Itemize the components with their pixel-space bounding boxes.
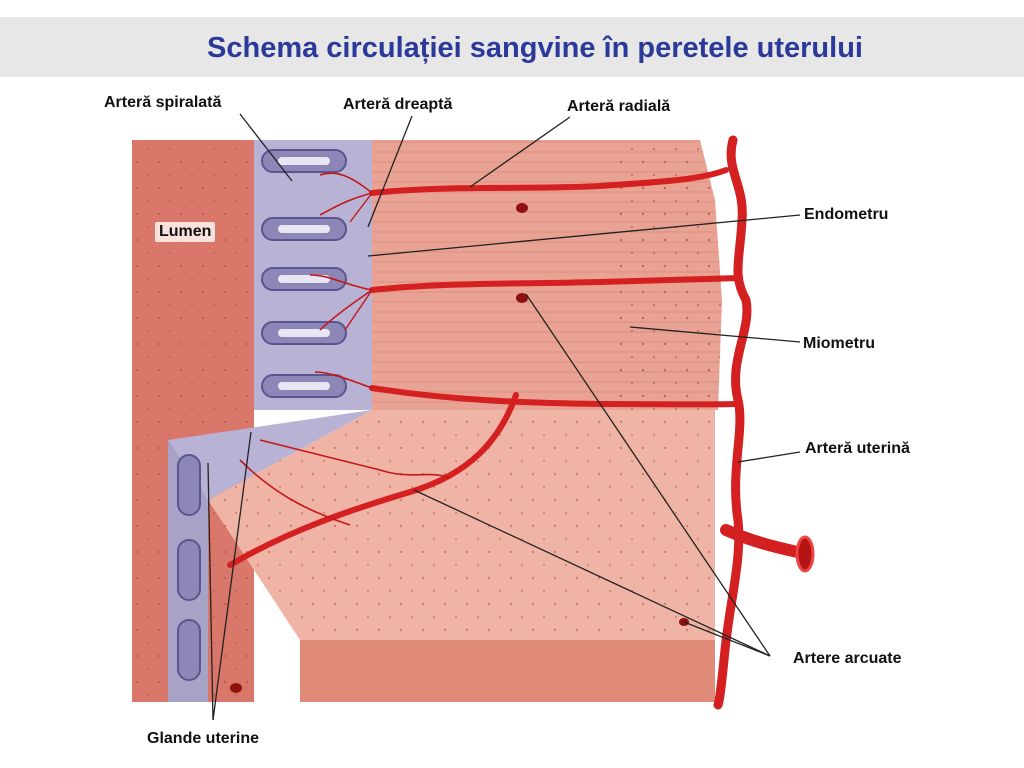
label-radial-artery: Arteră radială (567, 98, 671, 115)
uterine-artery-cut (795, 535, 815, 573)
label-lumen: Lumen (155, 222, 216, 242)
title-bar: Schema circulației sangvine în peretele … (0, 17, 1024, 77)
radial-arteries (227, 167, 743, 568)
spiral-arteries (239, 172, 451, 526)
page-title: Schema circulației sangvine în peretele … (207, 32, 863, 64)
label-straight-artery: Arteră dreaptă (343, 96, 453, 113)
leader-lines (207, 113, 801, 721)
radial-artery-cut (516, 203, 528, 213)
label-spiral-artery: Arteră spiralată (104, 94, 222, 111)
label-arcuate-arteries: Artere arcuate (793, 650, 902, 667)
label-uterine-glands: Glande uterine (147, 730, 260, 747)
label-endometrium: Endometru (804, 206, 889, 223)
label-myometrium: Miometru (803, 335, 875, 352)
straight-arteries (344, 192, 373, 331)
label-uterine-artery: Arteră uterină (805, 440, 910, 457)
endometrium-lower (168, 410, 372, 500)
uterine-artery (713, 135, 752, 710)
